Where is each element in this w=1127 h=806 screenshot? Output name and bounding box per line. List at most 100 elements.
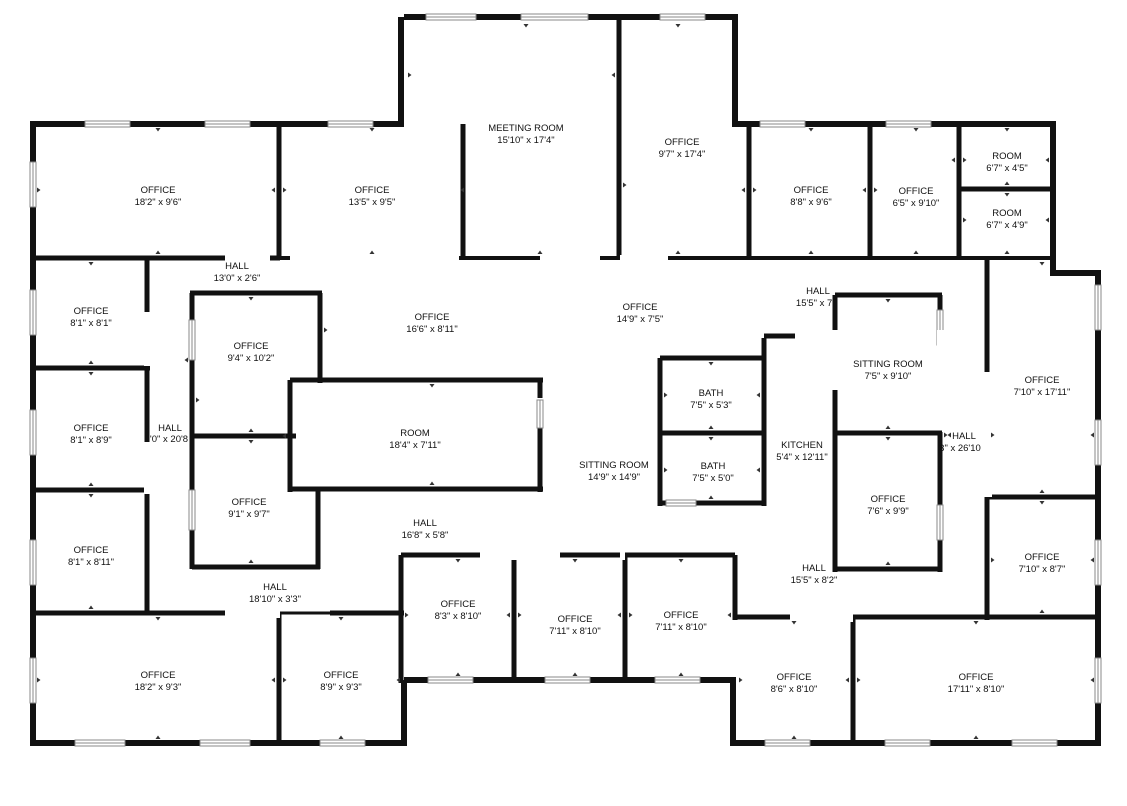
wall-segment bbox=[144, 494, 150, 560]
room-name-hall-n: HALL bbox=[225, 261, 249, 272]
dimension-marker bbox=[973, 621, 979, 625]
window bbox=[1094, 539, 1102, 586]
dimension-marker bbox=[1004, 128, 1010, 132]
dimension-marker bbox=[572, 672, 578, 676]
dimension-marker bbox=[518, 612, 522, 618]
dimension-marker bbox=[1039, 262, 1045, 266]
dimension-marker bbox=[155, 617, 161, 621]
dimension-marker bbox=[369, 250, 375, 254]
wall-segment bbox=[956, 124, 962, 260]
room-dims-office-n5: 6'5" x 9'10" bbox=[893, 198, 940, 209]
room-name-office-n2: OFFICE bbox=[355, 185, 390, 196]
room-dims-office-se1: 8'6" x 8'10" bbox=[771, 684, 818, 695]
room-dims-meeting-room: 15'10" x 17'4" bbox=[497, 135, 554, 146]
dimension-marker bbox=[282, 433, 286, 439]
dimension-marker bbox=[1045, 217, 1049, 223]
wall-segment bbox=[144, 366, 150, 442]
room-name-hall-w: HALL bbox=[158, 423, 182, 434]
wall-segment bbox=[959, 186, 1056, 192]
window bbox=[29, 289, 37, 336]
window bbox=[74, 739, 126, 747]
dimension-marker bbox=[155, 250, 161, 254]
wall-segment bbox=[835, 430, 942, 436]
room-name-sitting-room-e: SITTING ROOM bbox=[853, 359, 923, 370]
wall-segment bbox=[1050, 124, 1056, 276]
dimension-marker bbox=[88, 262, 94, 266]
door-opening bbox=[225, 610, 280, 618]
wall-segment bbox=[33, 365, 150, 371]
window bbox=[884, 739, 931, 747]
wall-segment bbox=[537, 380, 543, 398]
wall-segment bbox=[401, 680, 407, 746]
dimension-marker bbox=[155, 128, 161, 132]
dimension-marker bbox=[429, 481, 435, 485]
dimension-marker bbox=[675, 24, 681, 28]
room-name-office-e3: OFFICE bbox=[1025, 552, 1060, 563]
wall-segment bbox=[984, 497, 990, 620]
room-dims-room-ne2: 6'7" x 4'9" bbox=[986, 220, 1028, 231]
door-opening bbox=[540, 255, 600, 263]
window bbox=[1011, 739, 1058, 747]
room-dims-office-n3: 9'7" x 17'4" bbox=[659, 149, 706, 160]
dimension-marker bbox=[1004, 193, 1010, 197]
dimension-marker bbox=[756, 392, 760, 398]
wall-segment bbox=[764, 333, 795, 339]
room-name-room-ne2: ROOM bbox=[992, 208, 1022, 219]
dimension-marker bbox=[455, 672, 461, 676]
dimension-marker bbox=[1090, 677, 1094, 683]
dimension-marker bbox=[1090, 432, 1094, 438]
room-name-office-sw1: OFFICE bbox=[141, 670, 176, 681]
window bbox=[665, 499, 697, 507]
wall-segment bbox=[732, 17, 738, 127]
door-opening bbox=[415, 255, 455, 263]
room-name-office-n5: OFFICE bbox=[899, 186, 934, 197]
wall-segment bbox=[315, 488, 321, 569]
dimension-marker bbox=[396, 677, 400, 683]
window bbox=[29, 539, 37, 586]
wall-segment bbox=[850, 617, 856, 746]
dimension-marker bbox=[248, 559, 254, 563]
wall-segment bbox=[33, 487, 150, 493]
dimension-marker bbox=[885, 561, 891, 565]
room-dims-office-n2: 13'5" x 9'5" bbox=[349, 197, 396, 208]
wall-segment bbox=[287, 380, 293, 492]
dimension-marker bbox=[951, 157, 955, 163]
window bbox=[327, 120, 374, 128]
dimension-marker bbox=[455, 559, 461, 563]
dimension-marker bbox=[429, 384, 435, 388]
window bbox=[319, 739, 366, 747]
window bbox=[29, 409, 37, 456]
dimension-marker bbox=[1004, 250, 1010, 254]
dimension-marker bbox=[791, 621, 797, 625]
dimension-marker bbox=[885, 425, 891, 429]
wall-segment bbox=[33, 610, 225, 616]
wall-segment bbox=[317, 293, 323, 383]
room-name-office-e2: OFFICE bbox=[1025, 375, 1060, 386]
wall-segment bbox=[660, 500, 766, 506]
dimension-marker bbox=[857, 677, 861, 683]
wall-segment bbox=[660, 355, 764, 361]
wall-segment bbox=[33, 255, 280, 261]
wall-segment bbox=[832, 295, 838, 330]
room-name-office-sw2: OFFICE bbox=[324, 670, 359, 681]
dimension-marker bbox=[791, 735, 797, 739]
dimension-marker bbox=[708, 425, 714, 429]
room-dims-office-e3: 7'10" x 8'7" bbox=[1019, 564, 1066, 575]
dimension-marker bbox=[913, 128, 919, 132]
dimension-marker bbox=[947, 432, 951, 438]
dimension-marker bbox=[845, 677, 849, 683]
room-dims-bath-1: 7'5" x 5'3" bbox=[690, 400, 732, 411]
wall-segment bbox=[832, 390, 838, 572]
wall-segment bbox=[835, 566, 942, 572]
room-name-office-open1: OFFICE bbox=[415, 312, 450, 323]
dimension-marker bbox=[506, 612, 510, 618]
dimension-marker bbox=[283, 677, 287, 683]
door-opening bbox=[984, 372, 992, 497]
wall-segment bbox=[735, 614, 790, 620]
window bbox=[29, 161, 37, 208]
window bbox=[199, 739, 251, 747]
wall-segment bbox=[537, 428, 543, 492]
window bbox=[1094, 284, 1102, 331]
wall-segment bbox=[398, 17, 404, 127]
